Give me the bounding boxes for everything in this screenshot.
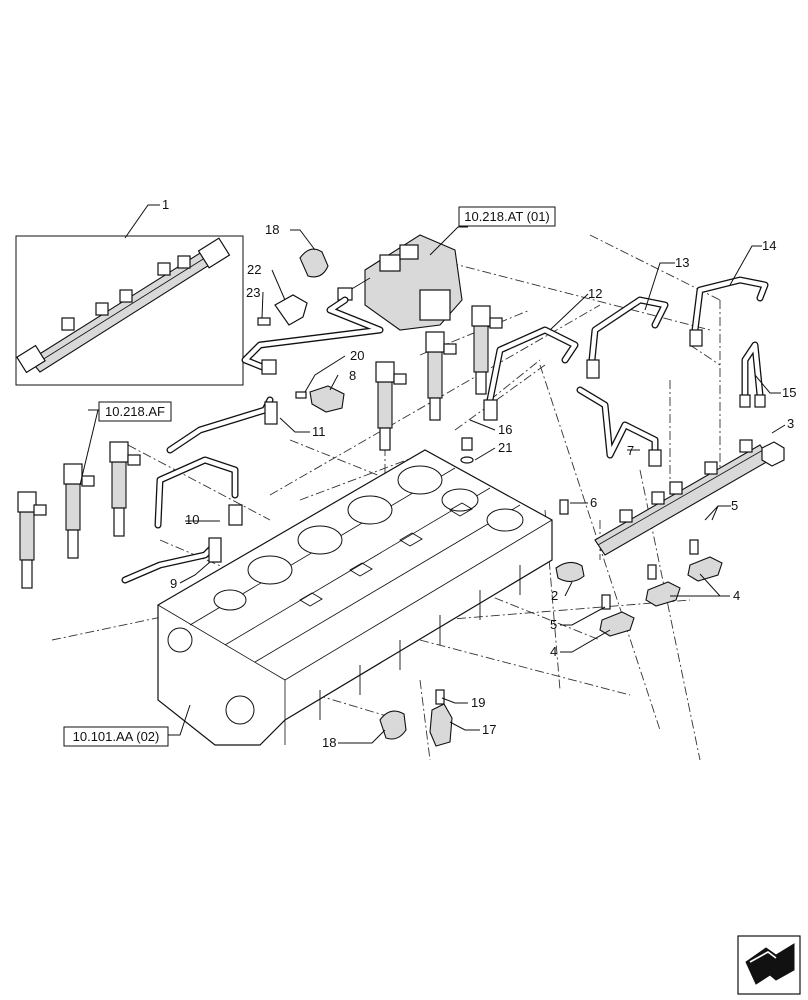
callout-19: 19 (471, 695, 485, 710)
callout-21: 21 (498, 440, 512, 455)
callout-9: 9 (170, 576, 177, 591)
bottom-sensor-parts (379, 689, 453, 747)
rail-brackets (460, 437, 723, 637)
callout-8: 8 (349, 368, 356, 383)
callout-14: 14 (762, 238, 776, 253)
callout-10: 10 (185, 512, 199, 527)
callout-5-center: 5 (550, 617, 557, 632)
callout-17: 17 (482, 722, 496, 737)
callout-6: 6 (590, 495, 597, 510)
injector-reference-label: 10.218.AF (105, 404, 165, 419)
injectors-center (375, 305, 503, 451)
callout-5-right: 5 (731, 498, 738, 513)
callout-11: 11 (312, 424, 326, 439)
callout-4-right: 4 (733, 588, 740, 603)
arrow-navigation-icon[interactable] (737, 935, 801, 995)
pump-reference[interactable]: 10.218.AT (01) (458, 206, 556, 227)
callout-22: 22 (247, 262, 261, 277)
callout-7: 7 (627, 443, 634, 458)
callout-13: 13 (675, 255, 689, 270)
high-pressure-pump (337, 234, 463, 331)
callout-4-center: 4 (550, 644, 557, 659)
injectors-left (17, 441, 141, 589)
callout-12: 12 (588, 286, 602, 301)
callout-numbers: 1 18 22 23 20 8 11 10 9 16 21 12 13 14 1… (162, 197, 796, 750)
head-reference-label: 10.101.AA (02) (73, 729, 160, 744)
head-reference[interactable]: 10.101.AA (02) (63, 726, 169, 747)
injector-reference[interactable]: 10.218.AF (98, 401, 172, 422)
fuel-rail-detail (15, 235, 244, 386)
injector-pipes-left (121, 396, 278, 584)
callout-1: 1 (162, 197, 169, 212)
callout-16: 16 (498, 422, 512, 437)
callout-3: 3 (787, 416, 794, 431)
injector-pipes-right (483, 276, 769, 467)
pump-return-line (241, 296, 384, 375)
callout-18-bottom: 18 (322, 735, 336, 750)
leader-lines (79, 204, 786, 744)
callout-2: 2 (551, 588, 558, 603)
fuel-rail-assembled (594, 439, 785, 556)
pump-reference-label: 10.218.AT (01) (464, 209, 550, 224)
sensor-clip-parts (257, 248, 345, 413)
callout-20: 20 (350, 348, 364, 363)
cylinder-head (157, 449, 553, 746)
callout-18-top: 18 (265, 222, 279, 237)
callout-15: 15 (782, 385, 796, 400)
callout-23: 23 (246, 285, 260, 300)
